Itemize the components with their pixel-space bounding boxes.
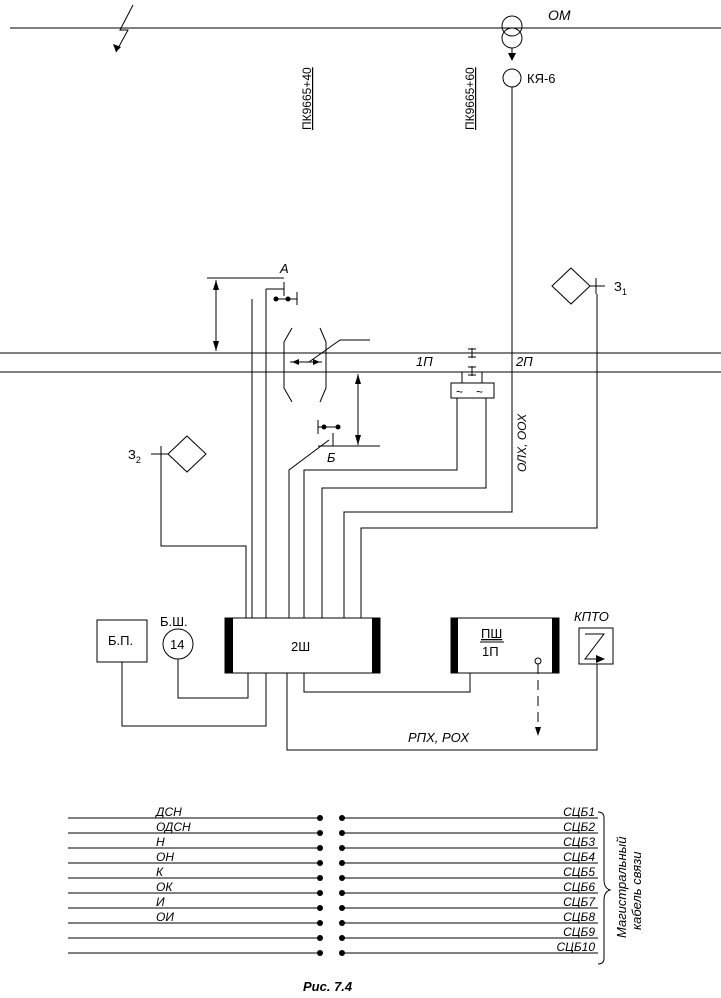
psh-dashed-link bbox=[534, 657, 542, 736]
cable-terminal bbox=[317, 935, 323, 941]
picket-2-label: ПК9665+60 bbox=[463, 67, 477, 130]
signal-a-label: А bbox=[279, 261, 289, 276]
cable-brace bbox=[597, 811, 612, 965]
cable-right-label: СЦБ4 bbox=[563, 850, 595, 864]
cable-terminal bbox=[317, 905, 323, 911]
cable-right-label: СЦБ6 bbox=[563, 880, 595, 894]
cable-left-label: И bbox=[156, 895, 165, 909]
gauge-brackets bbox=[283, 327, 370, 403]
bsh-number: 14 bbox=[170, 637, 184, 652]
cable-terminal bbox=[339, 950, 345, 956]
cable-right-label: СЦБ7 bbox=[563, 895, 596, 909]
figure-caption: Рис. 7.4 bbox=[303, 979, 353, 994]
rph-label: РПХ, РОХ bbox=[408, 730, 470, 745]
cable-left-label: ОДСН bbox=[156, 820, 191, 834]
cable-terminal bbox=[339, 935, 345, 941]
om-label: ОМ bbox=[548, 7, 571, 23]
psh-bottom-label: 1П bbox=[482, 644, 499, 659]
cable-left-label: ОН bbox=[156, 850, 174, 864]
cable-right-label: СЦБ5 bbox=[563, 865, 595, 879]
cable-terminal bbox=[339, 920, 345, 926]
svg-text:~: ~ bbox=[476, 385, 483, 399]
cable-terminal bbox=[317, 875, 323, 881]
track-transformer-box: ~ ~ bbox=[450, 382, 495, 399]
cable-terminal bbox=[339, 905, 345, 911]
cable-right-label: СЦБ8 bbox=[563, 910, 595, 924]
cable-right-label: СЦБ9 bbox=[563, 925, 595, 939]
box-2sh bbox=[224, 617, 381, 674]
cable-left-label: ОК bbox=[156, 880, 173, 894]
insulating-joint bbox=[468, 348, 476, 376]
ground-1-label: З1 bbox=[614, 279, 627, 297]
cable-terminal bbox=[317, 830, 323, 836]
svg-text:~: ~ bbox=[456, 385, 463, 399]
cable-terminal bbox=[339, 845, 345, 851]
dimension-a bbox=[207, 277, 284, 351]
section-2p-label: 2П bbox=[515, 354, 533, 369]
box-2sh-label: 2Ш bbox=[291, 639, 310, 654]
bsh-label: Б.Ш. bbox=[160, 614, 188, 629]
kpto-icon bbox=[578, 627, 614, 665]
kya-label: КЯ-6 bbox=[527, 71, 556, 86]
signal-b-label: Б bbox=[327, 450, 336, 465]
cable-right-label: СЦБ1 bbox=[563, 805, 595, 819]
ground-2-icon bbox=[151, 435, 207, 473]
cable-terminal bbox=[339, 875, 345, 881]
bp-label: Б.П. bbox=[108, 633, 133, 648]
cable-terminal bbox=[339, 890, 345, 896]
cable-terminal bbox=[317, 920, 323, 926]
signal-a-icon bbox=[266, 282, 298, 305]
cable-label-line2: кабель связи bbox=[629, 852, 644, 930]
cable-terminal bbox=[317, 890, 323, 896]
cable-right-label: СЦБ10 bbox=[556, 940, 595, 954]
psh-top-label: ПШ bbox=[481, 626, 502, 641]
cable-terminal bbox=[317, 845, 323, 851]
cable-terminal bbox=[317, 950, 323, 956]
cable-terminal bbox=[339, 815, 345, 821]
ground-2-label: З2 bbox=[128, 447, 141, 465]
cable-left-label: ДСН bbox=[154, 805, 182, 819]
cable-right-label: СЦБ3 bbox=[563, 835, 595, 849]
track-rails bbox=[0, 352, 721, 373]
cable-terminal bbox=[317, 860, 323, 866]
cable-terminal bbox=[339, 830, 345, 836]
transformer-icon bbox=[501, 15, 523, 61]
ground-1-icon bbox=[551, 267, 605, 305]
dimension-b bbox=[318, 374, 380, 447]
wiring bbox=[160, 87, 598, 618]
lower-wiring bbox=[121, 659, 598, 751]
kpto-label: КПТО bbox=[574, 609, 609, 624]
section-1p-label: 1П bbox=[416, 354, 433, 369]
cable-left-label: ОИ bbox=[156, 910, 174, 924]
lightning-icon bbox=[115, 4, 134, 53]
power-line bbox=[10, 4, 721, 53]
cable-terminal bbox=[317, 815, 323, 821]
picket-1-label: ПК9665+40 bbox=[300, 67, 314, 130]
signal-b-icon bbox=[317, 420, 341, 446]
cable-right-label: СЦБ2 bbox=[563, 820, 595, 834]
cable-left-label: Н bbox=[156, 835, 165, 849]
cable-terminal bbox=[339, 860, 345, 866]
cable-label-line1: Магистральный bbox=[614, 837, 629, 938]
olh-label: ОЛХ, ООХ bbox=[515, 413, 529, 472]
kya-circle bbox=[502, 68, 522, 88]
box-psh bbox=[450, 617, 560, 674]
cable-left-label: К bbox=[156, 865, 164, 879]
